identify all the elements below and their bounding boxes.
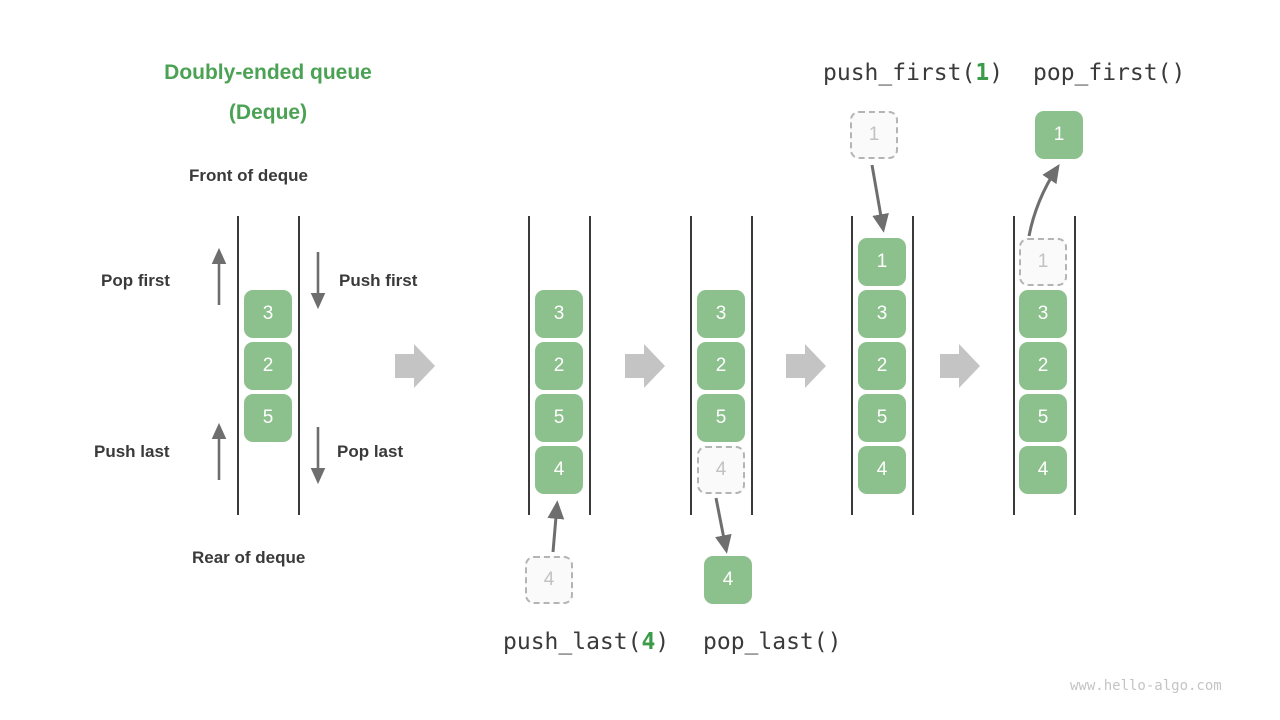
rear-of-deque-label: Rear of deque [192,548,306,567]
panel4-incoming-ghost-cell: 1 [850,111,898,159]
panel5-rail-right [1074,216,1076,515]
push-first-op-arg: 1 [975,60,990,86]
panel1-cell-0: 3 [244,290,292,338]
panel1-cell-2: 5 [244,394,292,442]
step-arrow-3 [786,344,826,388]
diagram-title-line2: (Deque) [228,101,308,124]
panel2-rail-left [528,216,530,515]
panel2-incoming-ghost-cell: 4 [525,556,573,604]
pop-last-operation-label: pop_last() [703,629,842,655]
panel3-rail-left [690,216,692,515]
panel2-cell-3: 4 [535,446,583,494]
push-last-op-name: push_last( [503,629,642,655]
panel4-cell-2: 2 [858,342,906,390]
watermark: www.hello-algo.com [1070,678,1222,694]
push-first-motion-arrow [870,164,889,233]
push-first-op-close: ) [989,60,1004,86]
panel5-cell-0: 3 [1019,290,1067,338]
panel4-rail-right [912,216,914,515]
step-arrow-2 [625,344,665,388]
panel5-cell-1: 2 [1019,342,1067,390]
panel2-cell-1: 2 [535,342,583,390]
step-arrow-1 [395,344,435,388]
pop-last-motion-arrow [714,497,732,554]
front-of-deque-label: Front of deque [189,166,308,185]
push-last-op-close: ) [655,629,670,655]
panel5-outgoing-cell: 1 [1035,111,1083,159]
pop-first-operation-label: pop_first() [1033,60,1186,86]
panel2-cell-0: 3 [535,290,583,338]
panel4-rail-left [851,216,853,515]
panel1-rail-left [237,216,239,515]
push-first-op-name: push_first( [823,60,976,86]
panel4-cell-1: 3 [858,290,906,338]
panel1-rail-right [298,216,300,515]
panel4-cell-0: 1 [858,238,906,286]
step-arrow-4 [940,344,980,388]
diagram-title-line1: Doubly-ended queue [164,61,372,84]
push-last-motion-arrow [547,500,565,553]
push-last-operation-label: push_last(4) [503,629,669,655]
panel3-cell-0: 3 [697,290,745,338]
panel5-rail-left [1013,216,1015,515]
panel2-cell-2: 5 [535,394,583,442]
panel1-cell-1: 2 [244,342,292,390]
panel3-cell-1: 2 [697,342,745,390]
push-first-operation-label: push_first(1) [823,60,1003,86]
push-first-label: Push first [339,271,418,290]
panel3-cell-2: 5 [697,394,745,442]
panel3-removed-ghost-cell: 4 [697,446,745,494]
panel5-removed-ghost-cell: 1 [1019,238,1067,286]
pop-first-motion-arrow [1027,163,1060,237]
pop-last-label: Pop last [337,442,404,461]
panel2-rail-right [589,216,591,515]
pop-first-label: Pop first [101,271,170,290]
push-last-op-arg: 4 [641,629,656,655]
panel5-cell-3: 4 [1019,446,1067,494]
panel4-cell-4: 4 [858,446,906,494]
panel4-cell-3: 5 [858,394,906,442]
panel5-cell-2: 5 [1019,394,1067,442]
push-last-label: Push last [94,442,170,461]
panel3-rail-right [751,216,753,515]
panel3-outgoing-cell: 4 [704,556,752,604]
